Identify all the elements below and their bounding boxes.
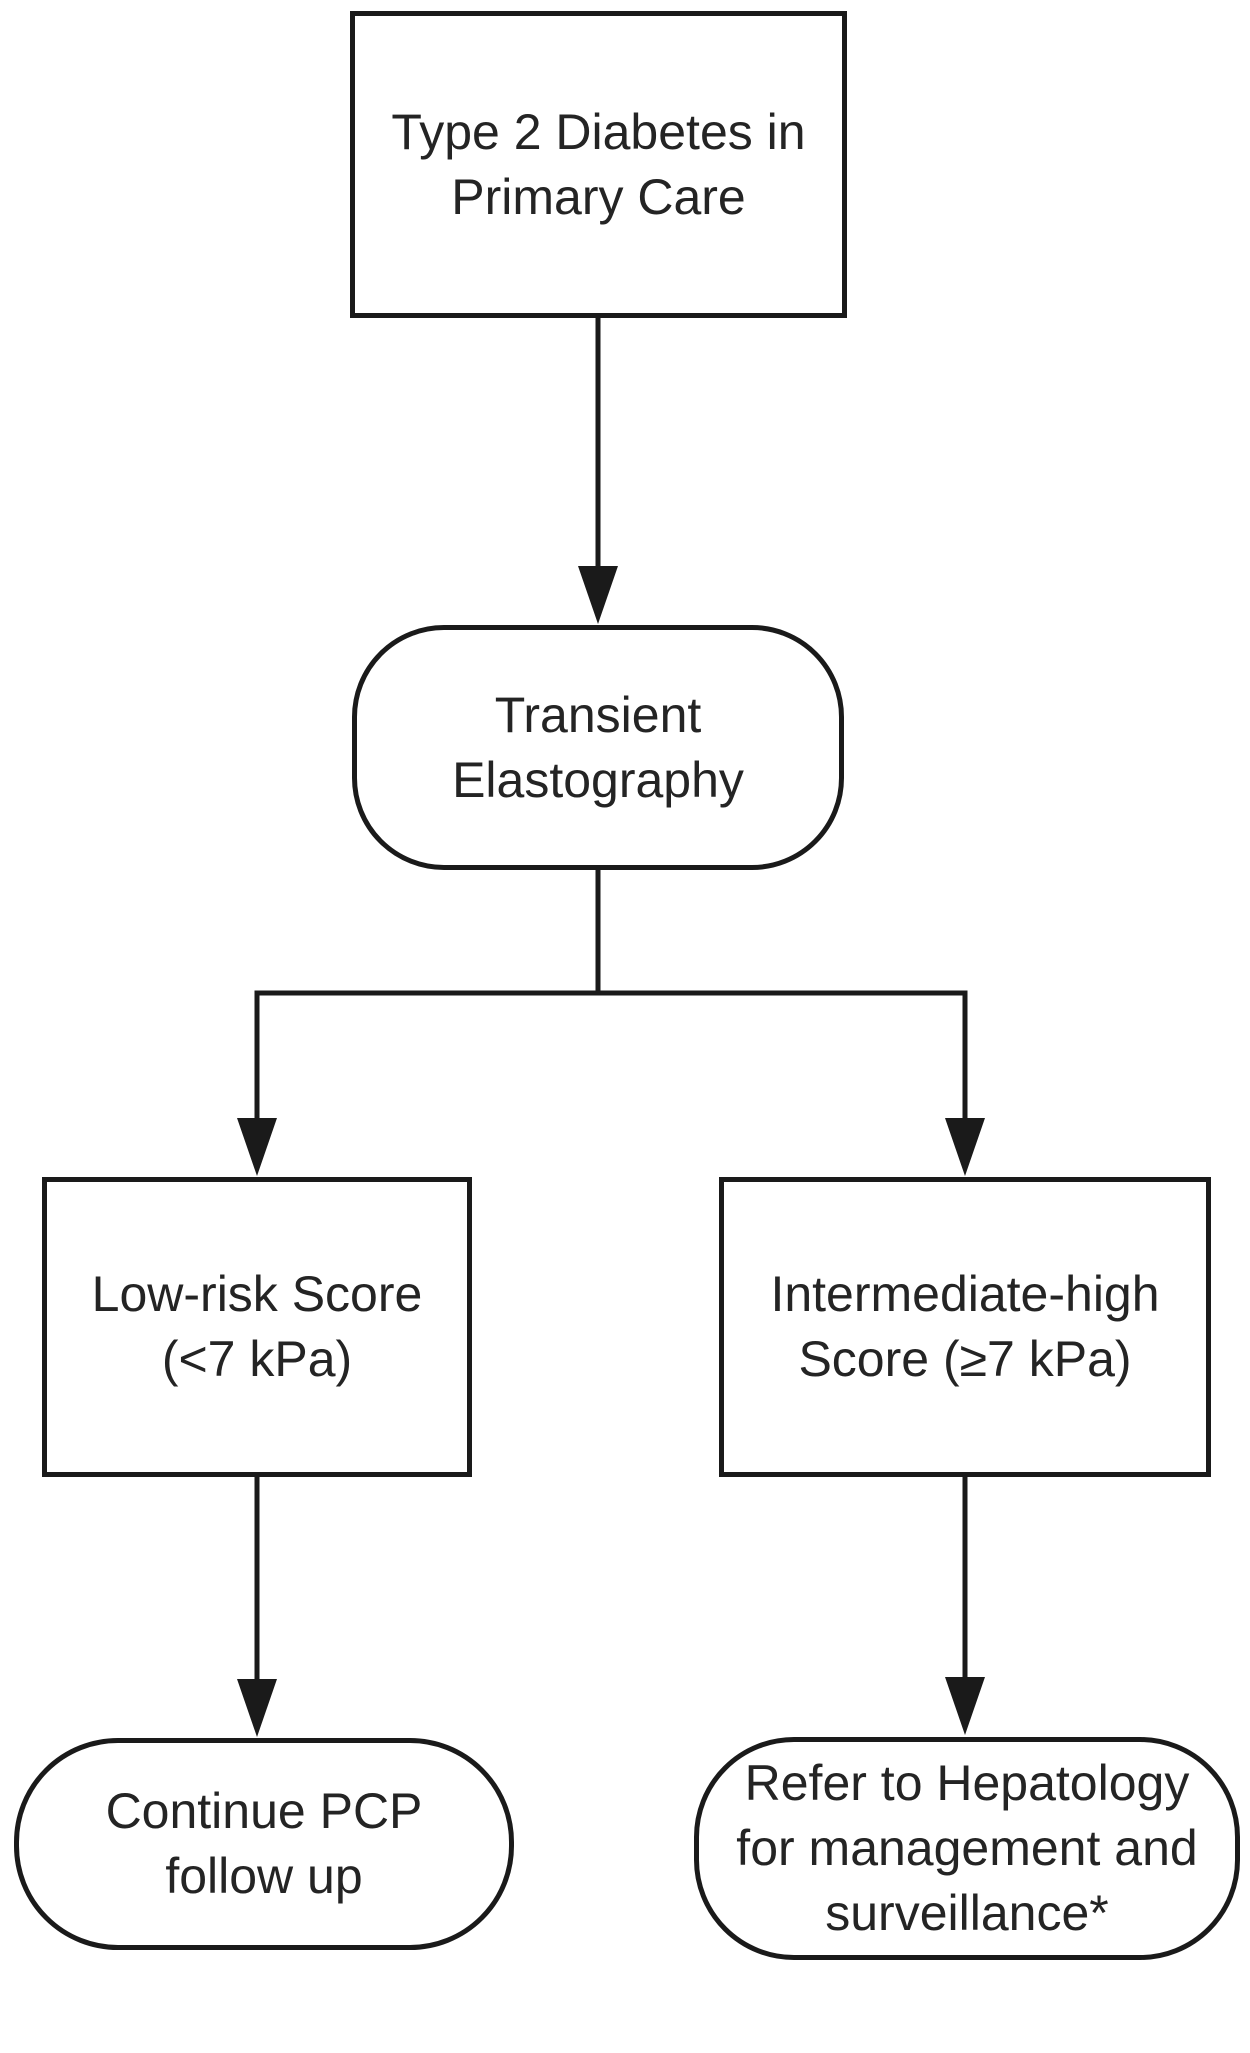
edge-intermediate-to-hepatology [945,1477,985,1735]
node-low-risk-score: Low-risk Score (<7 kPa) [42,1177,472,1477]
node-label: Transient Elastography [452,686,744,808]
arrow-down-icon [578,566,618,624]
edge-line [254,868,968,1122]
arrow-down-icon [237,1679,277,1737]
arrow-down-icon [945,1118,985,1176]
arrow-down-icon [945,1677,985,1735]
node-label: Refer to Hepatology for management and s… [736,1755,1198,1941]
node-refer-to-hepatology: Refer to Hepatology for management and s… [694,1737,1240,1960]
node-label: Continue PCP follow up [105,1783,423,1904]
node-label: Low-risk Score (<7 kPa) [91,1266,423,1387]
node-type2-diabetes-primary-care: Type 2 Diabetes in Primary Care [350,11,847,318]
node-label: Intermediate-high Score (≥7 kPa) [770,1266,1160,1387]
node-continue-pcp-followup: Continue PCP follow up [14,1738,514,1950]
edge-start-to-elastography [578,318,618,624]
edge-lowrisk-to-pcp [237,1477,277,1737]
node-transient-elastography: Transient Elastography [352,625,844,870]
edge-elastography-branch [237,868,985,1176]
arrow-down-icon [237,1118,277,1176]
node-intermediate-high-score: Intermediate-high Score (≥7 kPa) [719,1177,1211,1477]
node-label: Type 2 Diabetes in Primary Care [391,103,806,225]
